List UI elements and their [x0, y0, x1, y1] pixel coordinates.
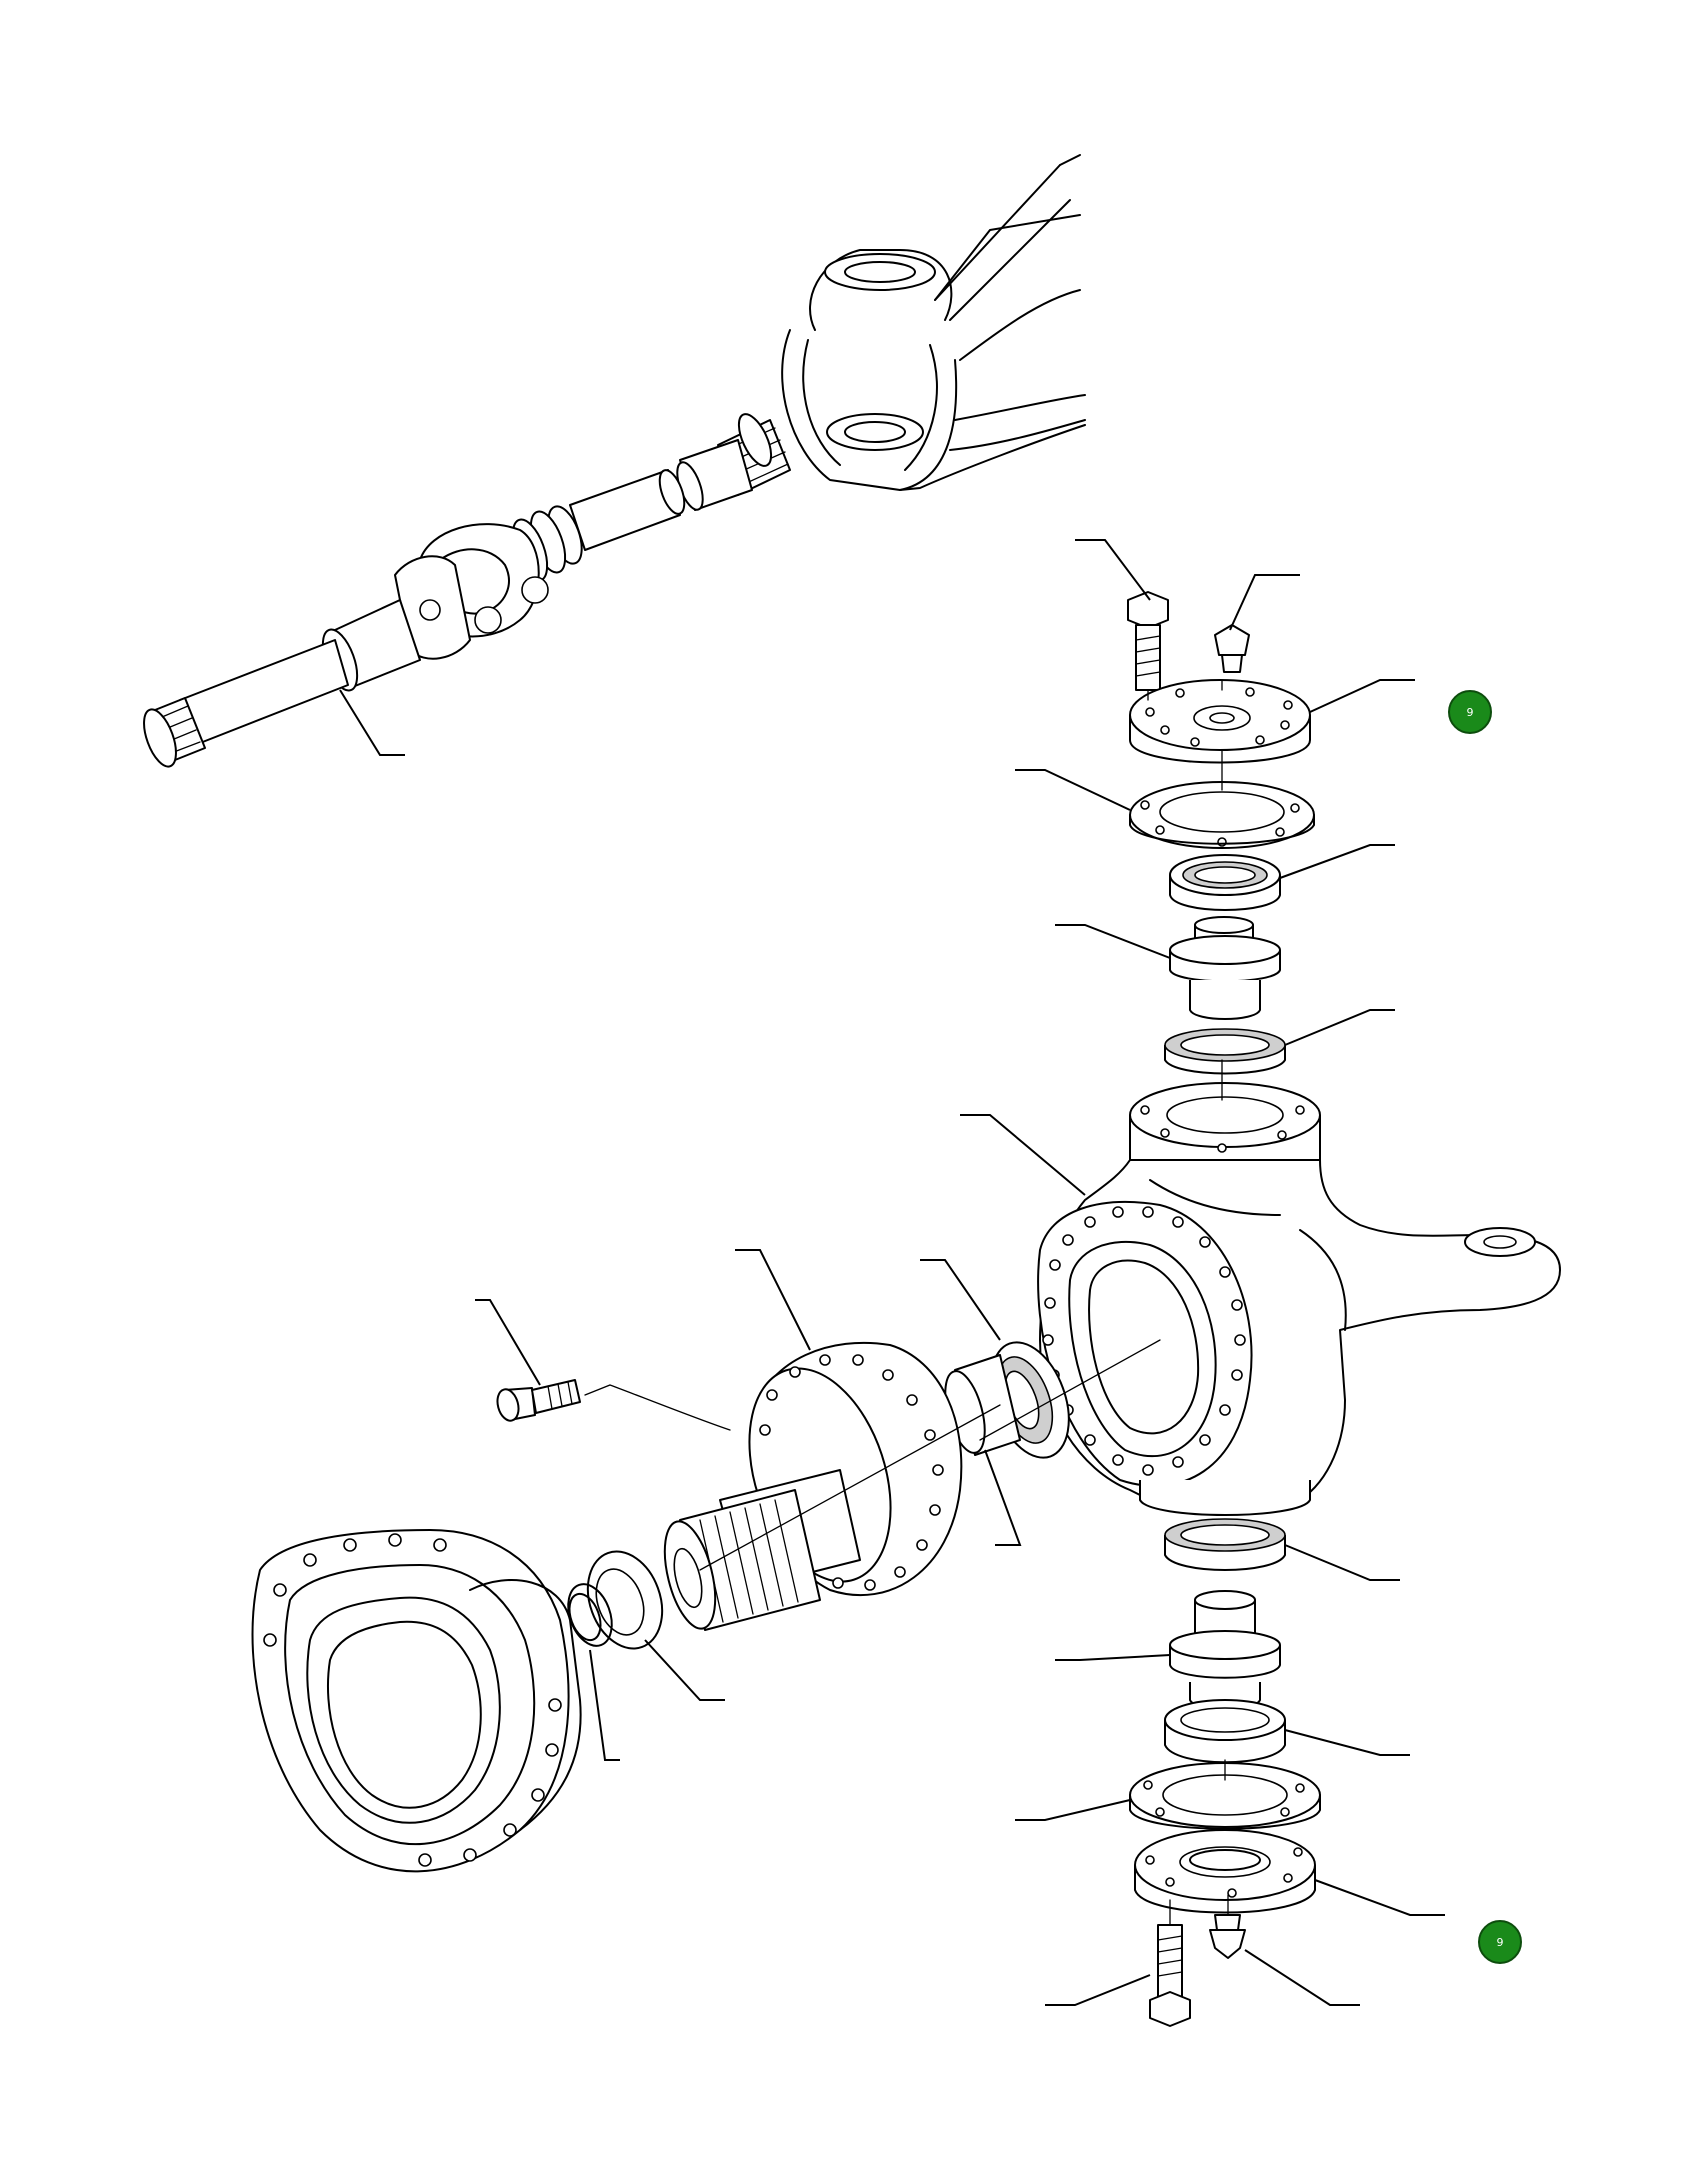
spindle-flange-holes [759, 1354, 944, 1591]
callout-marker-bottom[interactable]: 9 [1478, 1920, 1522, 1964]
lower-shim-ring [1129, 1762, 1321, 1830]
lower-grease-fitting [1209, 1914, 1246, 1959]
spindle [663, 1341, 1021, 1631]
axle-housing [781, 154, 1086, 491]
top-cap-plate [1129, 679, 1311, 764]
lower-bolt [1149, 1924, 1191, 2027]
leader-lines [339, 539, 1445, 2006]
assembly-axis-lines [584, 679, 1229, 1926]
wheel-hub [251, 1529, 582, 1873]
lower-cap-plate [1134, 1829, 1316, 1914]
steering-knuckle [1037, 1082, 1561, 1516]
thrust-washer [586, 1550, 664, 1650]
top-bearing-cup [1164, 1028, 1286, 1075]
top-shim-ring [1129, 781, 1315, 849]
callout-marker-bottom-label: 9 [1496, 1935, 1504, 1949]
hub-stud-holes [263, 1533, 562, 1867]
callout-marker-top[interactable]: 9 [1448, 690, 1492, 734]
lower-bearing [1164, 1699, 1286, 1764]
top-grease-fitting [1214, 624, 1250, 673]
top-king-pin [1169, 916, 1281, 1020]
flange-bolt [496, 1379, 581, 1422]
lower-bearing-cup [1164, 1518, 1286, 1571]
callout-marker-top-label: 9 [1466, 705, 1474, 719]
top-bolt [1127, 591, 1169, 691]
drive-shaft-assembly [143, 413, 791, 768]
lower-king-pin [1169, 1590, 1281, 1710]
top-bearing [1169, 854, 1281, 911]
